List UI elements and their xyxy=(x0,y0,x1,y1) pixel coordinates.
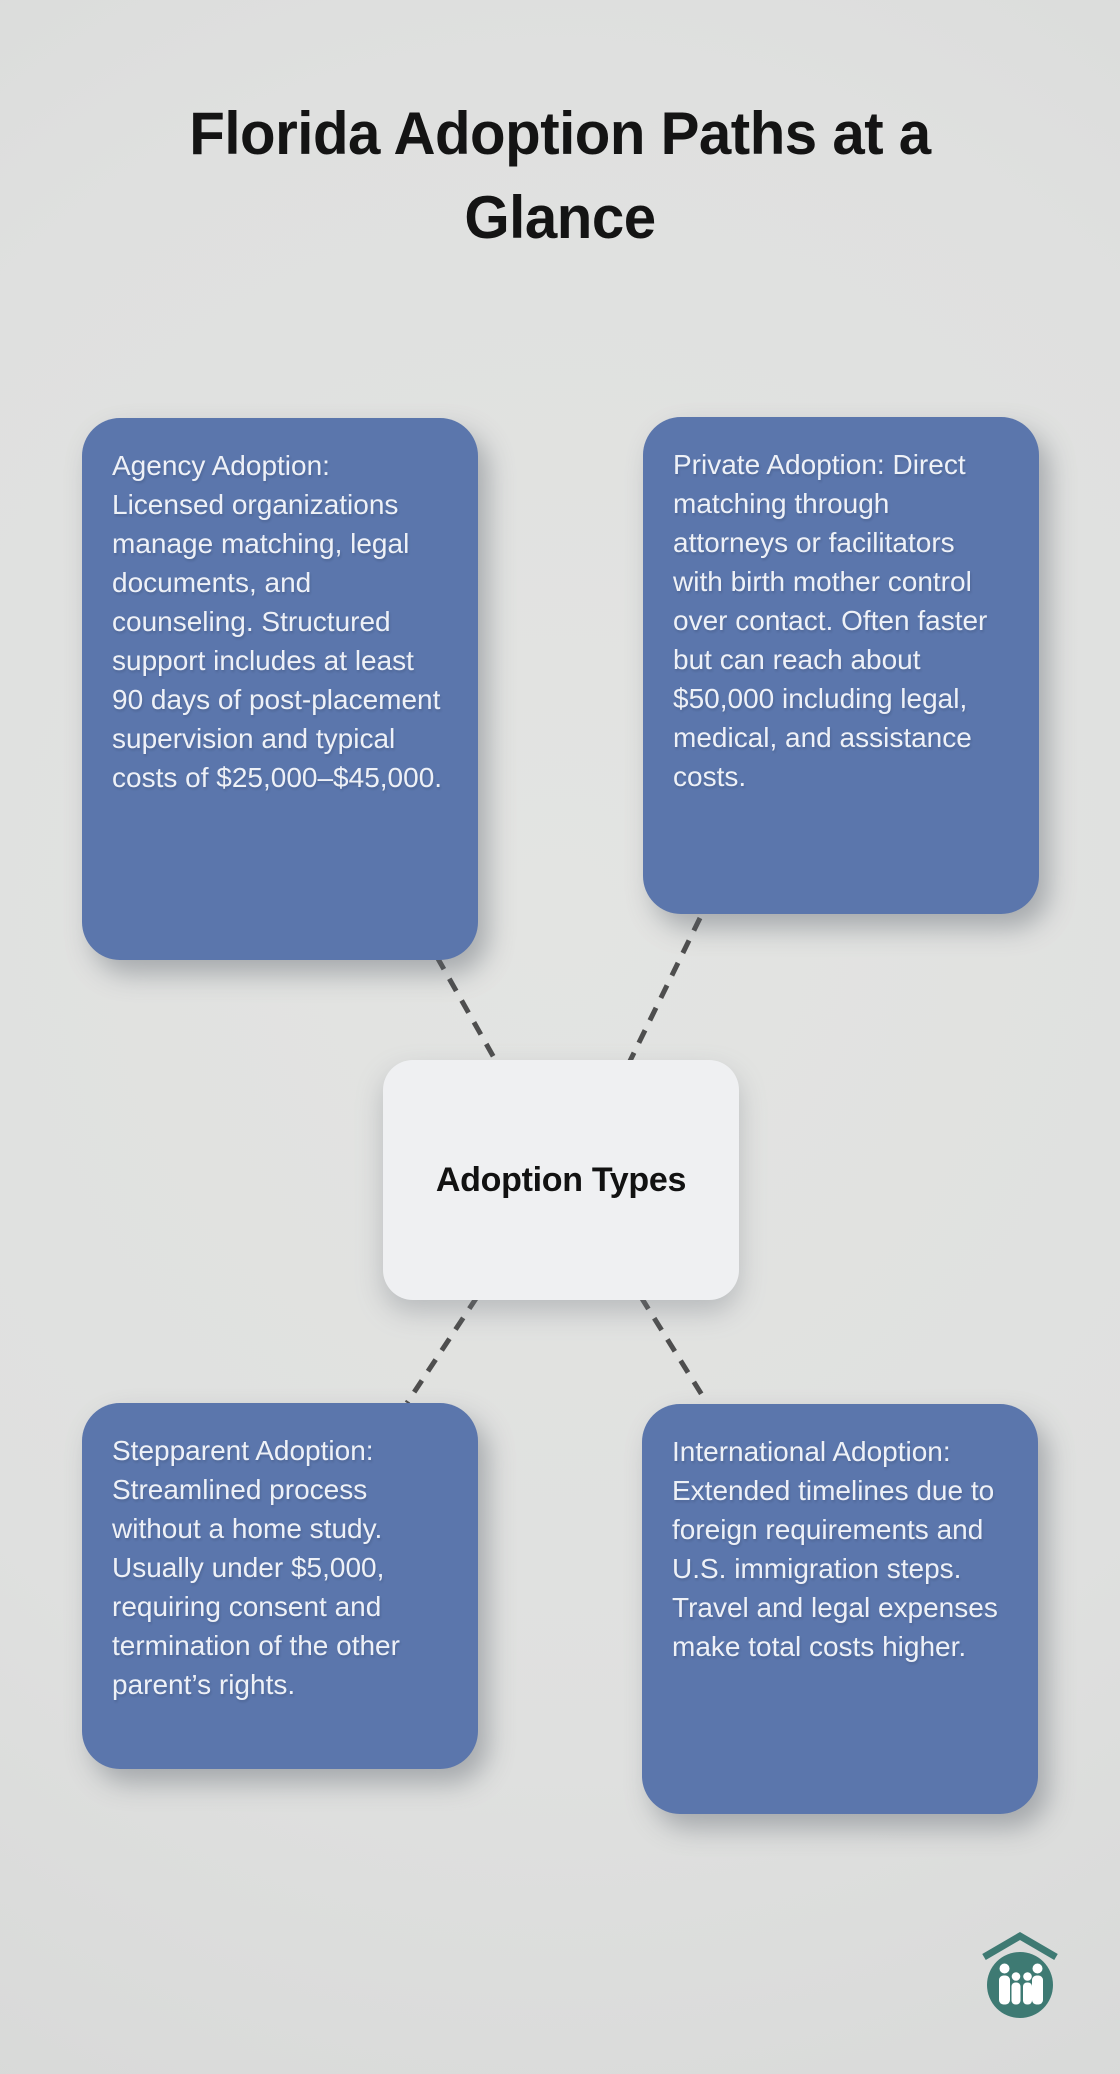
branch-card-agency-adoption: Agency Adoption: Licensed organizations … xyxy=(82,418,478,960)
logo-family-figures xyxy=(999,1963,1043,2005)
center-node-label: Adoption Types xyxy=(435,1160,687,1199)
branch-card-international-adoption: International Adoption: Extended timelin… xyxy=(642,1404,1038,1814)
connector-bottom-left xyxy=(404,1295,480,1405)
branch-text: International Adoption: Extended timelin… xyxy=(672,1436,998,1662)
branch-card-stepparent-adoption: Stepparent Adoption: Streamlined process… xyxy=(82,1403,478,1769)
branch-text: Stepparent Adoption: Streamlined process… xyxy=(112,1435,400,1700)
branch-text: Private Adoption: Direct matching throug… xyxy=(673,449,988,792)
branch-text: Agency Adoption: Licensed organizations … xyxy=(112,450,443,793)
center-node: Adoption Types xyxy=(383,1060,739,1300)
branch-card-private-adoption: Private Adoption: Direct matching throug… xyxy=(643,417,1039,914)
family-under-roof-icon xyxy=(982,1931,1058,2018)
connector-top-right xyxy=(626,916,703,1065)
connector-top-left xyxy=(434,955,500,1065)
page-title: Florida Adoption Paths at a Glance xyxy=(189,100,931,251)
logo-roof xyxy=(982,1931,1058,1961)
connector-bottom-right xyxy=(638,1295,710,1405)
